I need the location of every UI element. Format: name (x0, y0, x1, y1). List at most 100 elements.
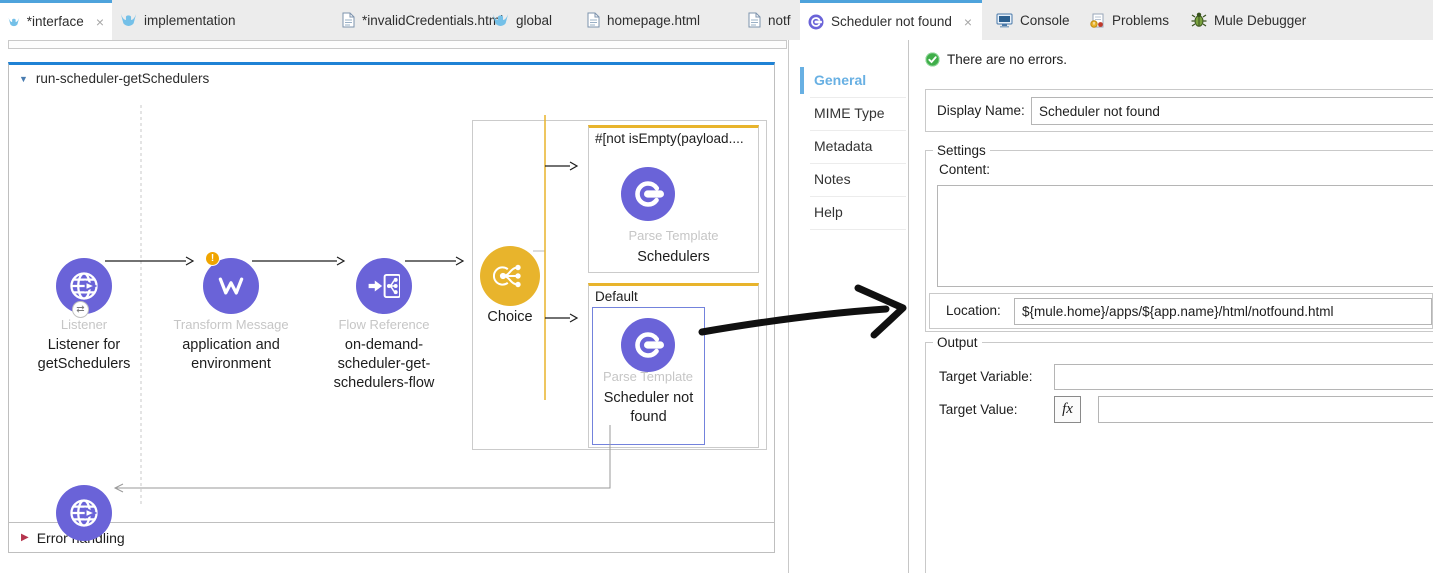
validation-status: There are no errors. (925, 52, 1067, 67)
status-text: There are no errors. (947, 52, 1068, 67)
target-value-input[interactable] (1098, 396, 1433, 423)
mule-icon (8, 17, 20, 26)
tab-label: Scheduler not found (831, 14, 952, 29)
flow-run-scheduler-getSchedulers: ▼ run-scheduler-getSchedulers ⇄ Listener… (8, 62, 775, 553)
tab-label: global (516, 12, 553, 28)
section-mime-type[interactable]: MIME Type (814, 105, 885, 121)
expand-icon: ▶ (21, 532, 29, 543)
node-name-label: Choice (487, 309, 533, 325)
content-label: Content: (939, 162, 991, 177)
tab-interface[interactable]: *interface × (0, 0, 112, 40)
choice-scope-box (472, 120, 767, 450)
collapsed-palette-strip[interactable] (8, 40, 787, 49)
flow-reference-node[interactable] (356, 258, 412, 314)
collapse-icon: ▼ (19, 73, 28, 84)
node-name-label: on-demand-scheduler-get-schedulers-flow (333, 337, 435, 391)
tab-scheduler-not-found[interactable]: Scheduler not found × (800, 0, 982, 40)
parse-template-node-selected[interactable] (621, 318, 675, 372)
section-general[interactable]: General (814, 72, 867, 88)
tab-console[interactable]: Console (988, 0, 1078, 40)
node-name-label: Listener for getSchedulers (37, 337, 131, 372)
choice-when-branch: #[not isEmpty(payload.... Parse Template… (588, 125, 759, 273)
dataweave-icon (218, 277, 244, 295)
node-type-label: Parse Template (602, 369, 694, 384)
location-input[interactable] (1014, 298, 1432, 325)
close-icon[interactable]: × (963, 13, 973, 30)
listener-response-node[interactable] (56, 485, 112, 541)
flow-canvas: ▼ run-scheduler-getSchedulers ⇄ Listener… (0, 40, 789, 573)
choice-default-branch: Default Parse Template Scheduler not fou… (588, 283, 759, 448)
flow-header[interactable]: ▼ run-scheduler-getSchedulers (19, 71, 209, 86)
check-icon (925, 52, 940, 67)
tab-label: homepage.html (607, 12, 701, 28)
mule-icon (492, 14, 509, 26)
tab-label: Problems (1112, 12, 1170, 28)
output-group: Output Target Variable: Target Value: fx (925, 335, 1433, 573)
node-type-label: Transform Message (173, 317, 289, 332)
tab-global[interactable]: global (484, 0, 560, 40)
target-variable-input[interactable] (1054, 364, 1433, 390)
when-condition-label: #[not isEmpty(payload.... (595, 131, 744, 146)
tab-problems[interactable]: Problems (1082, 0, 1177, 40)
tab-label: Mule Debugger (1214, 12, 1307, 28)
divider (810, 130, 906, 131)
tab-label: *invalidCredentials.html (362, 12, 504, 28)
section-help[interactable]: Help (814, 204, 843, 220)
warning-badge-icon: ! (205, 251, 220, 266)
error-handling-section[interactable]: ▶ Error handling (8, 522, 775, 553)
tab-homepage[interactable]: homepage.html (579, 0, 708, 40)
divider (810, 229, 906, 230)
tab-invalidcredentials[interactable]: *invalidCredentials.html (334, 0, 511, 40)
divider (810, 163, 906, 164)
close-icon[interactable]: × (95, 13, 104, 30)
file-icon (587, 12, 600, 28)
tab-mule-debugger[interactable]: Mule Debugger (1183, 0, 1314, 40)
divider (908, 40, 909, 573)
tab-notfound-clipped[interactable]: notf (740, 0, 795, 40)
problems-icon (1090, 13, 1104, 28)
node-name-label: application and environment (182, 337, 280, 372)
default-condition-label: Default (595, 289, 638, 304)
parse-template-node[interactable] (621, 167, 675, 221)
section-metadata[interactable]: Metadata (814, 138, 873, 154)
output-legend: Output (933, 335, 982, 350)
target-value-label: Target Value: (939, 402, 1018, 417)
properties-tab-bar: Scheduler not found × Console Problems M… (795, 0, 1433, 40)
choice-node[interactable] (480, 246, 540, 306)
bug-icon (1191, 12, 1207, 27)
flow-title: run-scheduler-getSchedulers (35, 71, 210, 86)
section-notes[interactable]: Notes (814, 171, 851, 187)
node-type-label: Parse Template (628, 228, 719, 243)
globe-icon (70, 272, 98, 300)
location-row-box: Location: (929, 293, 1433, 329)
content-textarea[interactable] (937, 185, 1433, 287)
parse-template-icon (808, 14, 824, 29)
editor-tab-bar-left: *interface × implementation *invalidCred… (0, 0, 795, 40)
fx-expression-button[interactable]: fx (1054, 396, 1081, 423)
node-type-label: Flow Reference (338, 317, 430, 332)
globe-icon (70, 499, 98, 527)
node-type-label: Listener (60, 317, 108, 332)
parse-template-icon (635, 332, 664, 358)
tab-label: Console (1020, 12, 1070, 28)
transform-message-node[interactable] (203, 258, 259, 314)
divider (810, 196, 906, 197)
display-name-input[interactable] (1031, 97, 1433, 125)
selected-node-outline: Parse Template Scheduler not found (592, 307, 705, 445)
display-name-label: Display Name: (937, 103, 1025, 118)
file-icon (748, 12, 761, 28)
node-name-label: Scheduler not found (603, 390, 694, 425)
tab-label: notf (768, 12, 791, 28)
exchange-badge-icon: ⇄ (72, 301, 89, 318)
divider (810, 97, 906, 98)
location-label: Location: (946, 303, 1001, 318)
tab-label: *interface (26, 14, 84, 29)
tab-implementation[interactable]: implementation (112, 0, 244, 40)
settings-group: Settings Content: Location: (925, 143, 1433, 332)
target-variable-label: Target Variable: (939, 369, 1033, 384)
properties-panel: General MIME Type Metadata Notes Help Th… (795, 40, 1433, 573)
choice-icon (493, 264, 521, 288)
mule-icon (120, 14, 137, 26)
parse-template-icon (635, 181, 664, 207)
